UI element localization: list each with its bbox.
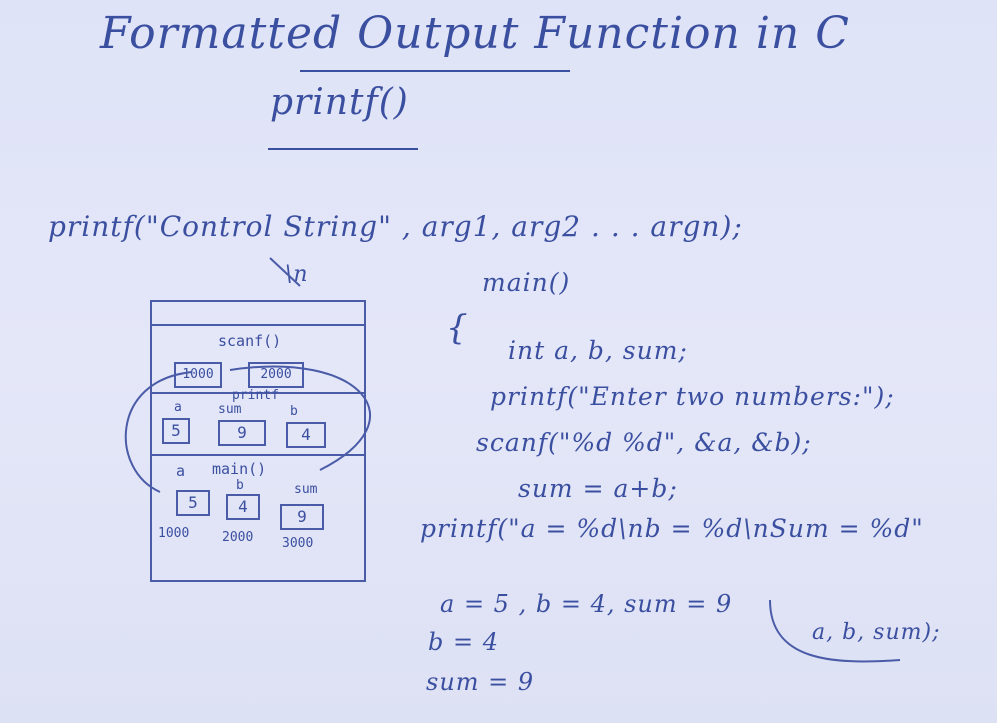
printf-syntax: printf("Control String" , arg1, arg2 . .… [48, 210, 743, 243]
printf-frame-label: printf [232, 388, 279, 403]
printf-args-loop [769, 599, 901, 663]
printf-cell-sum: 9 [218, 420, 266, 446]
subtitle-underline [268, 148, 418, 150]
code-line-declare: int a, b, sum; [508, 336, 688, 365]
code-line-sum: sum = a+b; [518, 474, 678, 503]
code-line-printf-prompt: printf("Enter two numbers:"); [490, 382, 895, 411]
printf-var-sum: sum [218, 402, 242, 417]
newline-marker: \n [285, 262, 309, 287]
pointer-arrow [269, 257, 301, 287]
main-var-a: a [176, 462, 186, 480]
scanf-frame-label: scanf() [218, 332, 282, 350]
page-subtitle: printf() [270, 82, 409, 123]
code-line-scanf: scanf("%d %d", &a, &b); [476, 428, 812, 457]
code-line-printf-args: a, b, sum); [812, 620, 941, 645]
diagram-divider [152, 324, 364, 326]
printf-var-b: b [290, 404, 298, 419]
title-underline [300, 70, 570, 72]
code-line-brace: { [446, 308, 469, 348]
scanf-cell-2: 2000 [248, 362, 304, 388]
output-note-1: a = 5 , b = 4, sum = 9 [440, 590, 733, 618]
main-var-sum: sum [294, 482, 318, 497]
diagram-divider [152, 454, 364, 456]
code-line-printf-output: printf("a = %d\nb = %d\nSum = %d" [420, 514, 924, 543]
address-sum: 3000 [282, 536, 314, 551]
main-to-printf-loop [229, 365, 371, 471]
memory-diagram: scanf() 1000 2000 printf a sum b 5 9 4 m… [150, 300, 366, 582]
main-cell-a: 5 [176, 490, 210, 516]
scanf-to-main-loop [124, 371, 193, 493]
diagram-divider [152, 392, 364, 394]
printf-cell-a: 5 [162, 418, 190, 444]
output-note-2: b = 4 [428, 628, 499, 656]
printf-cell-b: 4 [286, 422, 326, 448]
main-frame-label: main() [212, 460, 267, 478]
address-b: 2000 [222, 530, 254, 545]
address-a: 1000 [158, 526, 190, 541]
main-var-b: b [236, 478, 244, 493]
code-line-main: main() [482, 268, 571, 297]
output-note-3: sum = 9 [426, 668, 535, 696]
main-cell-b: 4 [226, 494, 260, 520]
page-title: Formatted Output Function in C [100, 8, 850, 59]
main-cell-sum: 9 [280, 504, 324, 530]
printf-var-a: a [174, 400, 182, 415]
